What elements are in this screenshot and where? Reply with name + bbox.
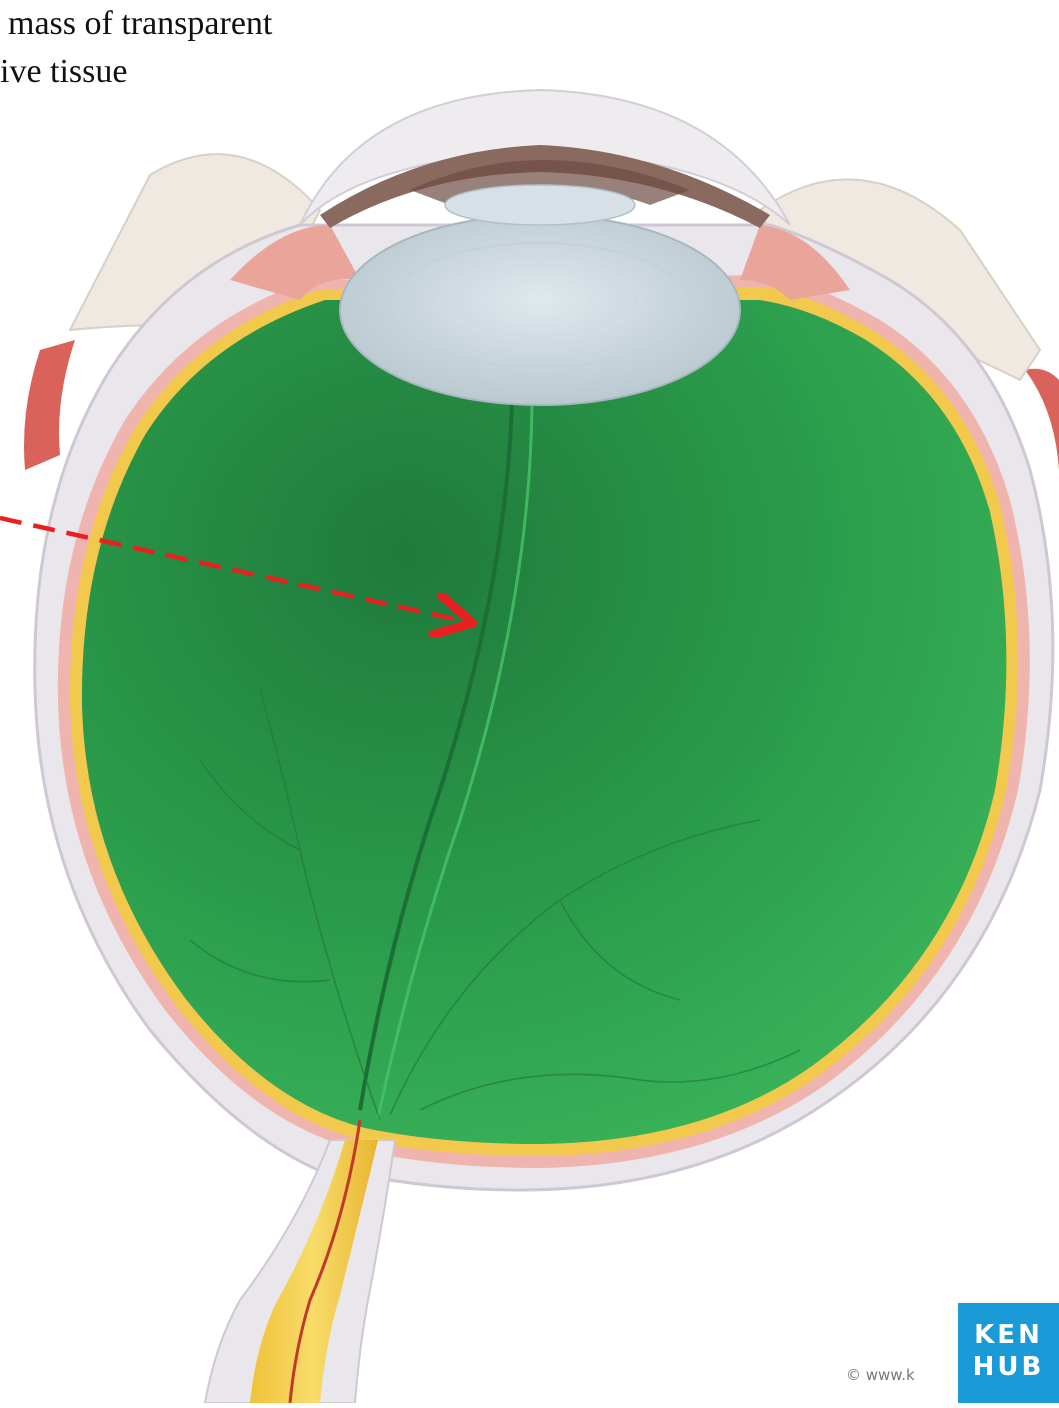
muscle-left [24, 340, 75, 470]
caption-line-1: mass of transparent [0, 0, 272, 48]
kenhub-logo: KEN HUB [958, 1303, 1059, 1403]
muscle-right [1025, 369, 1059, 470]
caption-text: mass of transparent ive tissue [0, 0, 272, 96]
caption-line-2: ive tissue [0, 48, 272, 96]
lens-anterior [445, 185, 635, 225]
copyright-text: © www.k [846, 1366, 941, 1384]
vitreous-body [82, 300, 1006, 1144]
logo-line-2: HUB [958, 1351, 1059, 1383]
logo-line-1: KEN [958, 1303, 1059, 1351]
